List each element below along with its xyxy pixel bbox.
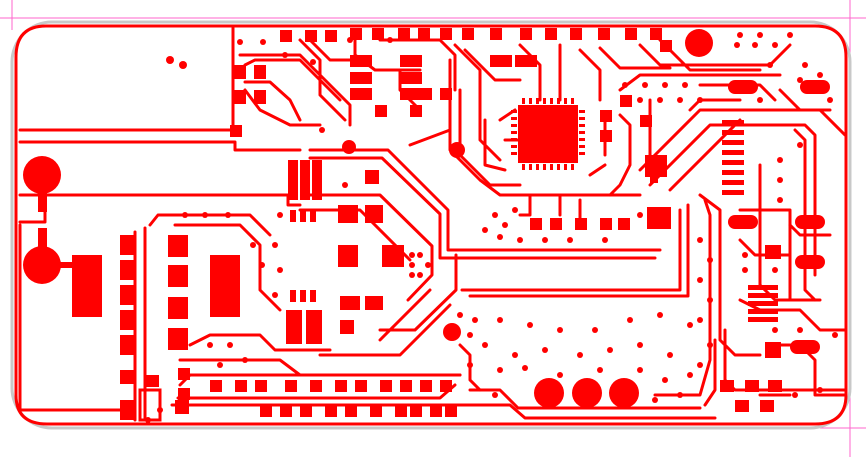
copper-traces xyxy=(14,24,848,426)
board-outline xyxy=(10,20,852,430)
qfn-pins xyxy=(511,98,585,170)
vias xyxy=(145,32,838,423)
copper-pads xyxy=(23,28,830,422)
connector-pads xyxy=(722,120,778,322)
